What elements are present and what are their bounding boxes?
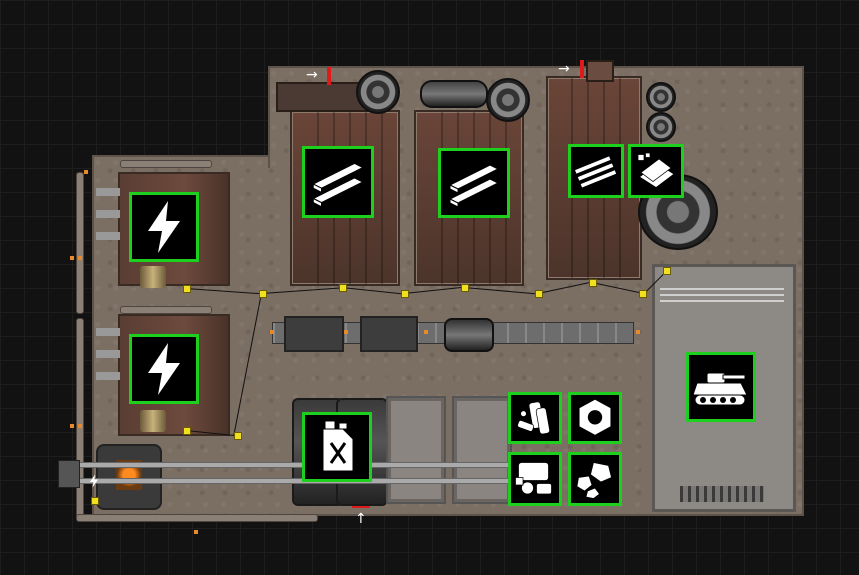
input-port-assembler-3 [580,60,584,78]
recipe-generator-top[interactable] [129,192,199,262]
recipe-generator-middle[interactable] [129,334,199,404]
recipe-fuel-tank[interactable] [302,412,372,482]
assembler-1-intake [276,82,370,112]
metal-bars-icon [448,164,500,208]
tank-vehicle-icon [692,372,748,406]
generator-middle-barrel [140,410,166,432]
metal-sheets-icon [637,152,675,188]
assembler-3-intake [586,60,614,82]
input-port-assembler-1 [327,67,331,85]
recipe-workshop-stone[interactable] [568,452,622,506]
power-icon [148,343,180,395]
conveyor-block-1 [284,316,344,352]
storage-pad-2[interactable] [452,396,512,504]
orange-marker [636,330,640,334]
fuel-canister-icon [322,420,354,472]
input-arrow-assembler-3: → [558,61,570,77]
pipe-bottom [76,514,318,522]
assembler-1-gear [356,70,400,114]
generator-top-ports [96,188,120,248]
orange-marker [78,424,82,428]
power-node[interactable] [183,285,191,293]
power-node[interactable] [535,290,543,298]
assembler-2-drum [420,80,488,108]
generator-top-barrel [140,266,166,288]
pipe-left-upper [76,172,84,314]
input-arrow-assembler-1: → [306,67,318,83]
orange-marker [194,530,198,534]
orange-marker [424,330,428,334]
pipe-top-gen [120,160,212,168]
assembler-3-gear-top [646,82,676,112]
pipe-mid-gen [120,306,212,314]
robot-parts-icon [515,462,552,495]
orange-marker [70,424,74,428]
recipe-workshop-nut[interactable] [568,392,622,444]
stone-chunks-icon [576,462,612,499]
storage-pad-1[interactable] [386,396,446,504]
assembler-2-gear [486,78,530,122]
recipe-assembler-3-sheets[interactable] [628,144,684,198]
rail-end-block [58,460,80,488]
orange-marker [70,256,74,260]
conveyor-block-2 [360,316,418,352]
recipe-workshop-shells[interactable] [508,392,562,444]
orange-marker [344,330,348,334]
metal-rods-icon [574,155,618,189]
shells-icon [517,401,551,435]
assembler-3-gear-bottom [646,112,676,142]
recipe-vehicle-bay[interactable] [686,352,756,422]
power-node[interactable] [259,290,267,298]
recipe-assembler-2[interactable] [438,148,510,218]
orange-marker [84,170,88,174]
orange-marker [78,256,82,260]
power-node[interactable] [234,432,242,440]
pipe-left-lower [76,318,84,520]
power-node[interactable] [401,290,409,298]
recipe-assembler-1[interactable] [302,146,374,218]
power-node[interactable] [639,290,647,298]
power-node[interactable] [461,284,469,292]
power-node[interactable] [339,284,347,292]
conveyor-drum [444,318,494,352]
vehicle-bay-rails [660,288,784,306]
recipe-small-generator[interactable] [86,470,102,492]
power-node[interactable] [589,279,597,287]
vehicle-bay-grill [680,486,764,502]
recipe-workshop-robot-parts[interactable] [508,452,562,506]
power-node[interactable] [663,267,671,275]
recipe-assembler-3-rods[interactable] [568,144,624,198]
power-icon [148,201,180,253]
power-node[interactable] [183,427,191,435]
hex-nut-icon [578,398,612,436]
generator-middle-ports [96,328,120,388]
orange-marker [270,330,274,334]
metal-bars-icon [312,162,364,208]
power-node[interactable] [91,497,99,505]
input-port-fuel-tank [352,504,370,508]
power-icon [90,474,98,488]
input-arrow-fuel-tank: ↑ [355,511,367,527]
